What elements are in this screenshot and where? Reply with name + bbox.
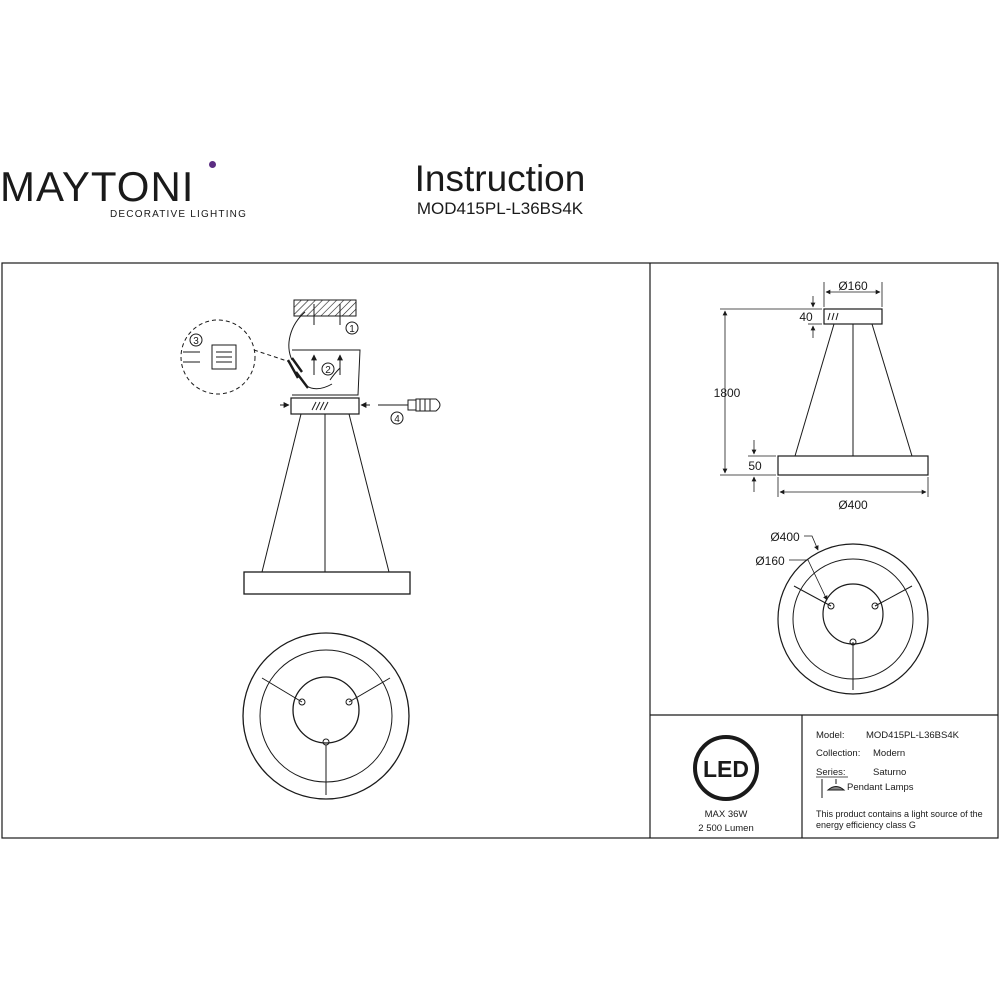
- dim-top-canopy: [822, 583, 884, 645]
- brand-logo-text: MAYTONI: [0, 163, 195, 210]
- main-frame: [1, 262, 999, 839]
- pendant-lamp-icon: [821, 779, 846, 798]
- info-energy-line2: energy efficiency class G: [816, 820, 916, 830]
- dim-top-inner-label: Ø160: [755, 554, 785, 568]
- led-power: MAX 36W: [705, 809, 748, 820]
- dim-canopy-diameter-label: Ø160: [838, 279, 868, 293]
- info-model-label: Model:: [816, 730, 845, 741]
- suspension-cable-right: [348, 413, 390, 573]
- step-markers: 1 2 3 4: [189, 321, 404, 425]
- info-collection-label: Collection:: [816, 748, 860, 759]
- led-badge-text: LED: [703, 756, 749, 782]
- dim-top-outer: [777, 543, 929, 695]
- dim-total-height-label: 1800: [714, 386, 741, 400]
- dim-ring: [777, 455, 929, 476]
- info-model-value: MOD415PL-L36BS4K: [866, 730, 960, 741]
- brand-subtitle: DECORATIVE LIGHTING: [110, 209, 248, 220]
- step-1-marker: 1: [349, 324, 355, 335]
- dim-ring-diameter-label: Ø400: [838, 498, 868, 512]
- dimension-drawing: [720, 282, 929, 695]
- info-collection-value: Modern: [873, 748, 905, 759]
- led-lumen: 2 500 Lumen: [698, 823, 753, 834]
- dim-top-outer-label: Ø400: [770, 530, 800, 544]
- led-badge-circle: [693, 735, 759, 801]
- canopy: [290, 397, 360, 415]
- document-title: Instruction: [414, 158, 586, 199]
- canopy-top-view: [292, 676, 360, 744]
- info-type-value: Pendant Lamps: [847, 782, 914, 793]
- dim-canopy-height-label: 40: [799, 310, 813, 324]
- lamp-ring-top-outer: [242, 632, 410, 800]
- wire-connector: [286, 357, 309, 389]
- lamp-ring-side-view: [243, 571, 411, 595]
- mounting-bracket: [292, 349, 361, 396]
- step-2-marker: 2: [325, 365, 331, 376]
- info-series-value: Saturno: [873, 767, 906, 778]
- info-energy-line1: This product contains a light source of …: [816, 809, 983, 819]
- assembly-drawing: [180, 299, 441, 800]
- document-model-code: MOD415PL-L36BS4K: [416, 199, 584, 218]
- terminal-detail-callout: [180, 319, 256, 395]
- step-4-marker: 4: [394, 414, 400, 425]
- power-wire: [288, 311, 306, 361]
- step-3-marker: 3: [193, 336, 199, 347]
- terminal-block: [211, 344, 237, 370]
- suspension-cable-left: [261, 413, 302, 573]
- dim-ring-height-label: 50: [748, 459, 762, 473]
- brand-accent-dot: [209, 161, 216, 168]
- info-series-label: Series:: [816, 767, 846, 778]
- screwdriver: [378, 398, 441, 412]
